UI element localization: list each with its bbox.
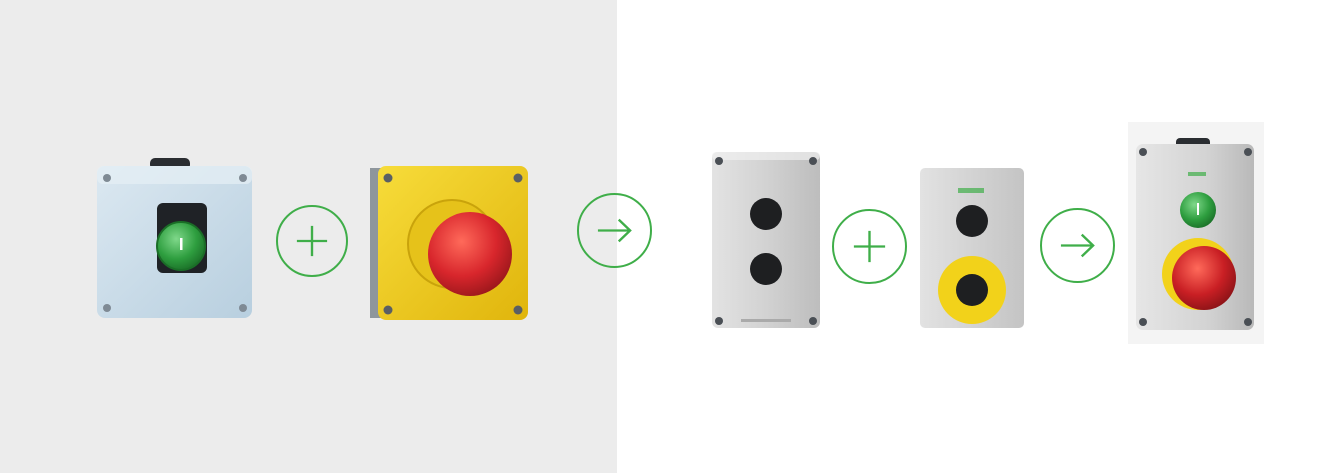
labelled-enclosure-with-yellow-ring-image [920,168,1025,328]
assembled-control-station-image [1128,122,1264,344]
empty-two-hole-enclosure-image [711,151,821,329]
plus-circle-icon [832,209,907,284]
arrow-right-circle-icon [1040,208,1115,283]
plus-circle-icon [276,205,348,277]
blue-pushbutton-station-image [95,158,255,320]
arrow-right-circle-icon [577,193,652,268]
emergency-stop-station-image [370,162,530,322]
